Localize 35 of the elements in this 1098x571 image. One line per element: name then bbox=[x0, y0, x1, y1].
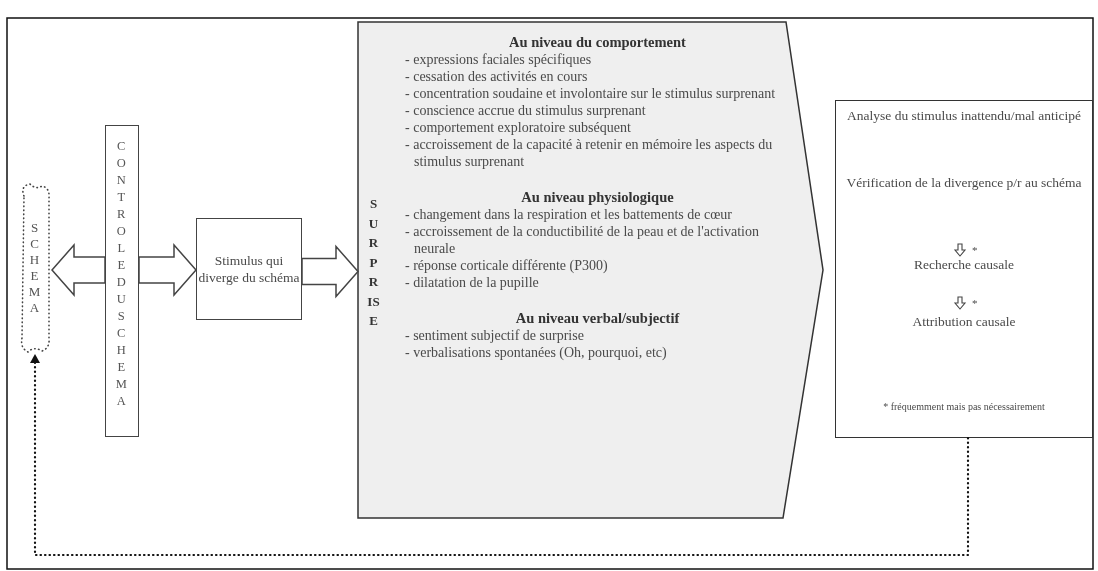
footnote-mark: * bbox=[972, 296, 978, 311]
section-heading: Au niveau physiologique bbox=[520, 189, 675, 206]
bullet-item: - conscience accrue du stimulus surprenant bbox=[405, 102, 646, 119]
process-box bbox=[196, 218, 302, 320]
bullet-item: - comportement exploratoire subséquent bbox=[405, 119, 631, 136]
vertical-label: SCHEMA bbox=[28, 220, 41, 316]
bullet-item: - accroissement de la capacité à retenir en mémoire les aspects du stimulus surprenant bbox=[405, 136, 774, 170]
panel-text: Vérification de la divergence p/r au schéma bbox=[845, 174, 1083, 192]
bullet-item: - verbalisations spontanées (Oh, pourquoi, etc) bbox=[405, 344, 667, 361]
vertical-label: SURPRISE bbox=[367, 195, 380, 330]
box-label: Stimulus qui diverge du schéma bbox=[197, 252, 301, 286]
bullet-item: - changement dans la respiration et les battements de cœur bbox=[405, 206, 732, 223]
block-arrow bbox=[51, 243, 106, 297]
dotted-arrow bbox=[30, 353, 970, 557]
bullet-item: - dilatation de la pupille bbox=[405, 274, 539, 291]
vertical-label: CONTROLE DU SCHEMA bbox=[115, 138, 128, 410]
bullet-item: - sentiment subjectif de surprise bbox=[405, 327, 584, 344]
footnote: * fréquemment mais pas nécessairement bbox=[882, 400, 1046, 414]
dotted-outline-shape bbox=[18, 182, 52, 354]
footnote-mark: * bbox=[972, 243, 978, 258]
pentagon-arrow-shape bbox=[358, 22, 823, 518]
block-arrow bbox=[138, 243, 197, 297]
vertical-bar bbox=[105, 125, 139, 437]
panel-text: Attribution causale bbox=[911, 313, 1017, 331]
panel-text: Recherche causale bbox=[912, 256, 1016, 274]
bullet-item: - cessation des activités en cours bbox=[405, 68, 588, 85]
block-arrow bbox=[301, 244, 359, 299]
bullet-item: - réponse corticale différente (P300) bbox=[405, 257, 608, 274]
bullet-item: - expressions faciales spécifiques bbox=[405, 51, 592, 68]
bullet-item: - concentration soudaine et involontaire sur le stimulus surprenant bbox=[405, 85, 776, 102]
panel-text: Analyse du stimulus inattendu/mal anticipé bbox=[846, 107, 1082, 125]
section-heading: Au niveau du comportement bbox=[508, 34, 687, 51]
bullet-item: - accroissement de la conductibilité de la peau et de l'activation neurale bbox=[405, 223, 760, 257]
text-panel bbox=[835, 100, 1093, 438]
section-heading: Au niveau verbal/subjectif bbox=[514, 310, 681, 327]
